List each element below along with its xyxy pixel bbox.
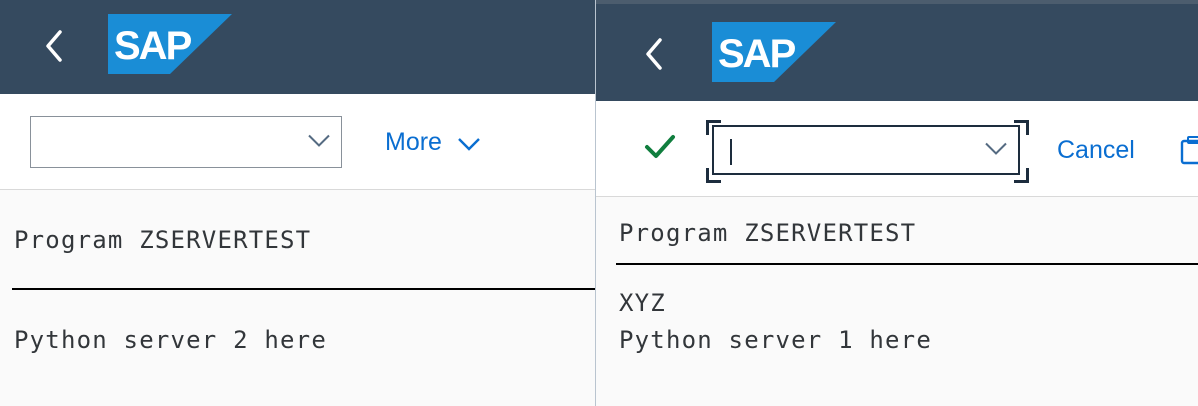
program-title-line: Program ZSERVERTEST (619, 219, 917, 247)
text-cursor (730, 139, 732, 165)
right-window: SAP Cancel (595, 0, 1198, 406)
sap-logo: SAP (712, 22, 836, 86)
focus-corner (1014, 120, 1029, 135)
more-label: More (385, 128, 442, 156)
chevron-down-icon (457, 129, 481, 158)
left-window: SAP More Program ZSERVERTEST Python serv… (0, 0, 595, 406)
chevron-left-icon (38, 24, 74, 68)
chevron-left-icon (638, 32, 674, 76)
list-output-area: Program ZSERVERTEST XYZ Python server 1 … (596, 197, 1198, 406)
output-line: Python server 2 here (14, 326, 327, 354)
checkmark-icon (644, 135, 676, 165)
command-field[interactable] (30, 116, 342, 168)
sap-logo: SAP (108, 14, 232, 78)
output-line: XYZ (619, 289, 666, 317)
chevron-down-icon[interactable] (307, 133, 331, 152)
divider (12, 288, 595, 290)
focus-corner (706, 168, 721, 183)
back-button[interactable] (638, 32, 674, 76)
svg-text:SAP: SAP (114, 24, 192, 68)
back-button[interactable] (38, 24, 74, 68)
program-title-line: Program ZSERVERTEST (14, 226, 312, 254)
application-toolbar: More (0, 94, 595, 190)
cancel-button[interactable]: Cancel (1057, 136, 1135, 164)
shell-bar: SAP (0, 0, 595, 94)
list-output-area: Program ZSERVERTEST Python server 2 here (0, 190, 595, 406)
more-button[interactable]: More (385, 128, 481, 158)
chevron-down-icon[interactable] (984, 141, 1008, 160)
command-field[interactable] (712, 125, 1020, 175)
enter-button[interactable] (644, 133, 676, 165)
divider (616, 263, 1198, 265)
clipboard-icon[interactable] (1180, 135, 1198, 169)
shell-bar: SAP (596, 0, 1198, 101)
focus-corner (1014, 168, 1029, 183)
output-line: Python server 1 here (619, 326, 932, 354)
application-toolbar: Cancel (596, 101, 1198, 197)
svg-text:SAP: SAP (718, 32, 796, 76)
focus-corner (706, 120, 721, 135)
